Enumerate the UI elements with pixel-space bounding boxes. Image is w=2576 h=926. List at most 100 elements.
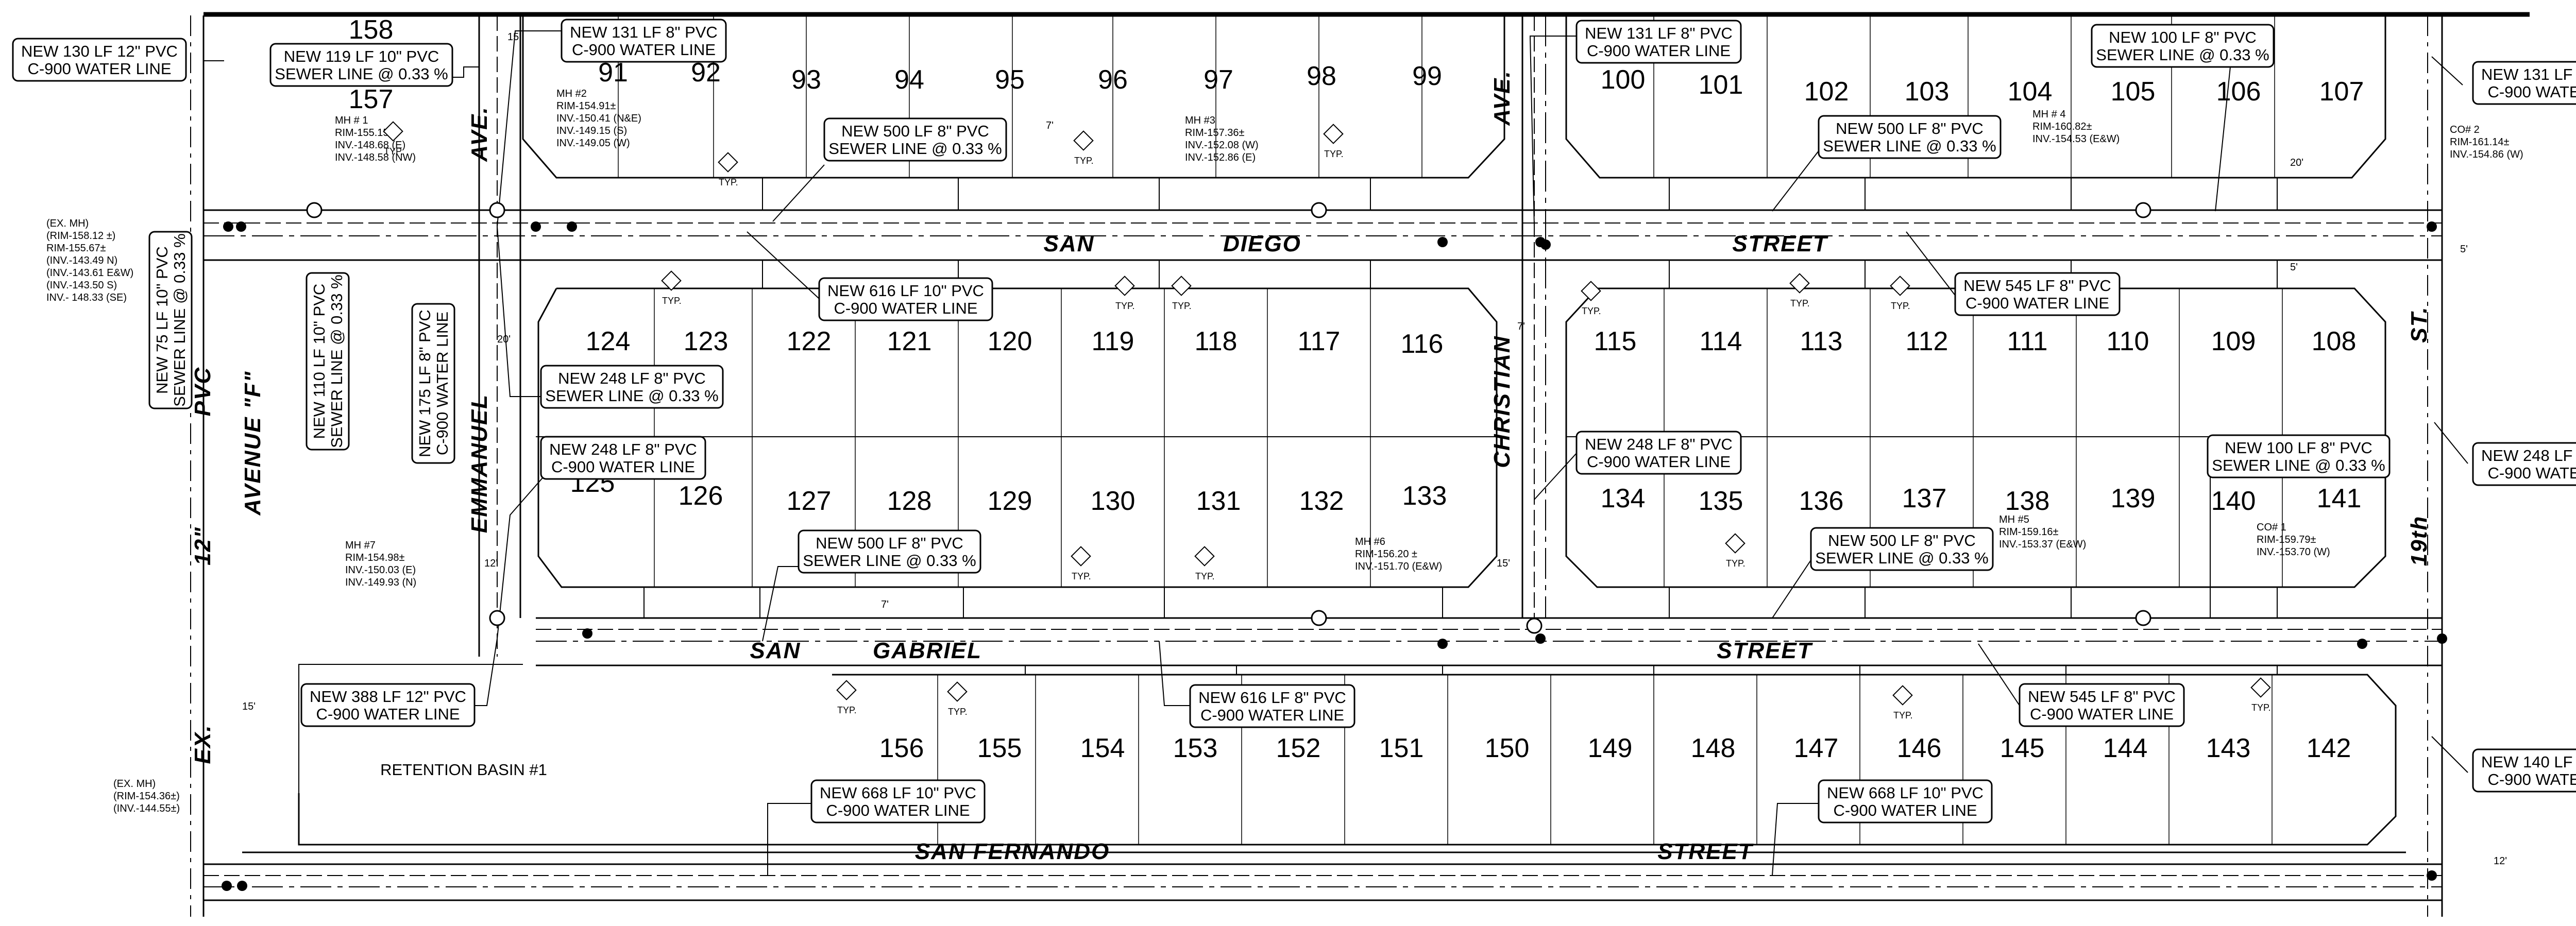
manhole-line: MH #5 [1999, 514, 2029, 525]
lot-number: 142 [2307, 733, 2351, 763]
pipe-size-label: 12" [190, 526, 215, 565]
callout-box [1818, 115, 2002, 159]
manhole-line: INV.-153.70 (W) [2257, 546, 2330, 558]
callout-text: NEW 110 LF 10" PVC [310, 284, 328, 439]
lot-number: 151 [1379, 733, 1424, 763]
callout-text: NEW 248 LF 8" PVC [1585, 435, 1733, 453]
dimension-label: 15' [507, 31, 521, 43]
callout-box [1810, 527, 1994, 571]
manhole-line: (INV.-143.50 S) [46, 280, 117, 291]
callout-box [1818, 779, 1993, 824]
manhole-line: CO# 1 [2257, 522, 2286, 533]
lot-number: 128 [887, 486, 932, 516]
lot-number: 104 [2008, 77, 2053, 107]
existing-label: EX. [190, 725, 215, 764]
callout-text: C-900 WATER LINE [2030, 705, 2174, 723]
manhole-line: RIM-161.14± [2450, 136, 2509, 148]
callout-box [818, 277, 993, 321]
callout-text: NEW 500 LF 8" PVC [1836, 119, 1984, 138]
callout-box [12, 38, 187, 82]
manhole-line: INV.-154.86 (W) [2450, 149, 2523, 160]
callout-text: C-900 WATER LINE [1833, 801, 1977, 819]
callout-text: C-900 WATER LINE [551, 458, 695, 476]
lot-number: 110 [2107, 327, 2149, 356]
note-diamond-marker [1194, 546, 1215, 567]
dimension-label: 5' [2460, 244, 2468, 255]
callout-text: NEW 140 LF 10" PVC [2481, 753, 2576, 771]
callout-box [798, 529, 981, 574]
dimension-label: 20' [497, 334, 511, 345]
callout-text: NEW 616 LF 10" PVC [827, 282, 984, 300]
lot-number: 119 [1092, 327, 1134, 356]
street-name-san-diego: DIEGO [1223, 231, 1301, 256]
callout-text: NEW 616 LF 8" PVC [1198, 689, 1346, 707]
typ-label: TYP. [1582, 306, 1601, 316]
typ-label: TYP. [662, 296, 682, 306]
street-name-emmanuel-ave: AVE. [467, 106, 492, 162]
lot-number: 122 [787, 327, 832, 356]
callout-box [2472, 61, 2576, 105]
lot-number: 130 [1091, 486, 1136, 516]
callout-box [411, 303, 455, 464]
lot-number: 100 [1601, 65, 1646, 95]
callout-text: SEWER LINE @ 0.33 % [2096, 46, 2269, 64]
street-name-san-gabriel: SAN [750, 638, 801, 663]
manhole-line: INV.-153.37 (E&W) [1999, 539, 2086, 550]
valve-fixture [223, 221, 233, 232]
manhole-line: MH #3 [1185, 115, 1215, 126]
lot-number: 152 [1276, 733, 1321, 763]
callout-text: NEW 130 LF 12" PVC [21, 42, 178, 60]
callout-box [1954, 272, 2121, 316]
manhole-line: INV.-148.68 (E) [335, 140, 405, 151]
callout-box [2472, 442, 2576, 486]
manhole-line: INV.-150.41 (N&E) [556, 113, 641, 124]
lot-number: 133 [1402, 481, 1447, 511]
callout-box [1575, 431, 1742, 475]
lot-number: 147 [1794, 733, 1839, 763]
callout-box [2472, 748, 2576, 793]
typ-label: TYP. [384, 146, 403, 157]
retention-basin-label: RETENTION BASIN #1 [380, 761, 547, 779]
callout-text: C-900 WATER LINE [1587, 453, 1731, 471]
callout-text: C-900 WATER LINE [27, 60, 171, 78]
pvc-label: PVC [190, 367, 215, 416]
valve-fixture [2437, 633, 2447, 644]
lot-number: 117 [1298, 327, 1341, 356]
callout-text: SEWER LINE @ 0.33 % [1823, 137, 1996, 155]
lot-number: 91 [598, 58, 628, 88]
lot-number: 102 [1804, 77, 1849, 107]
lot-number: 109 [2211, 327, 2256, 356]
dimension-label: 20' [2290, 157, 2303, 168]
manhole-line: INV.-149.05 (W) [556, 138, 630, 149]
callout-text: C-900 WATER LINE [834, 299, 977, 317]
callout-text: SEWER LINE @ 0.33 % [275, 65, 448, 83]
callout-box [148, 231, 193, 409]
valve-fixture [236, 221, 246, 232]
dimension-label: 7' [1046, 120, 1054, 131]
site-linework [190, 12, 2530, 917]
lot-number: 120 [988, 327, 1032, 356]
street-name-san-fernando: SAN FERNANDO [915, 839, 1110, 864]
street-name-avenue-f: AVENUE "F" [240, 371, 265, 516]
callout-text: C-900 WATER LINE [1587, 42, 1731, 60]
street-name-san-gabriel: STREET [1717, 638, 1813, 663]
callout-text: NEW 248 LF 8" PVC [558, 369, 706, 387]
lot-number: 149 [1588, 733, 1633, 763]
callout-text: NEW 545 LF 8" PVC [2028, 688, 2176, 706]
lot-number: 105 [2111, 77, 2156, 107]
callout-text: C-900 WATER LINE [2487, 770, 2576, 788]
note-diamond-marker [1789, 273, 1810, 294]
